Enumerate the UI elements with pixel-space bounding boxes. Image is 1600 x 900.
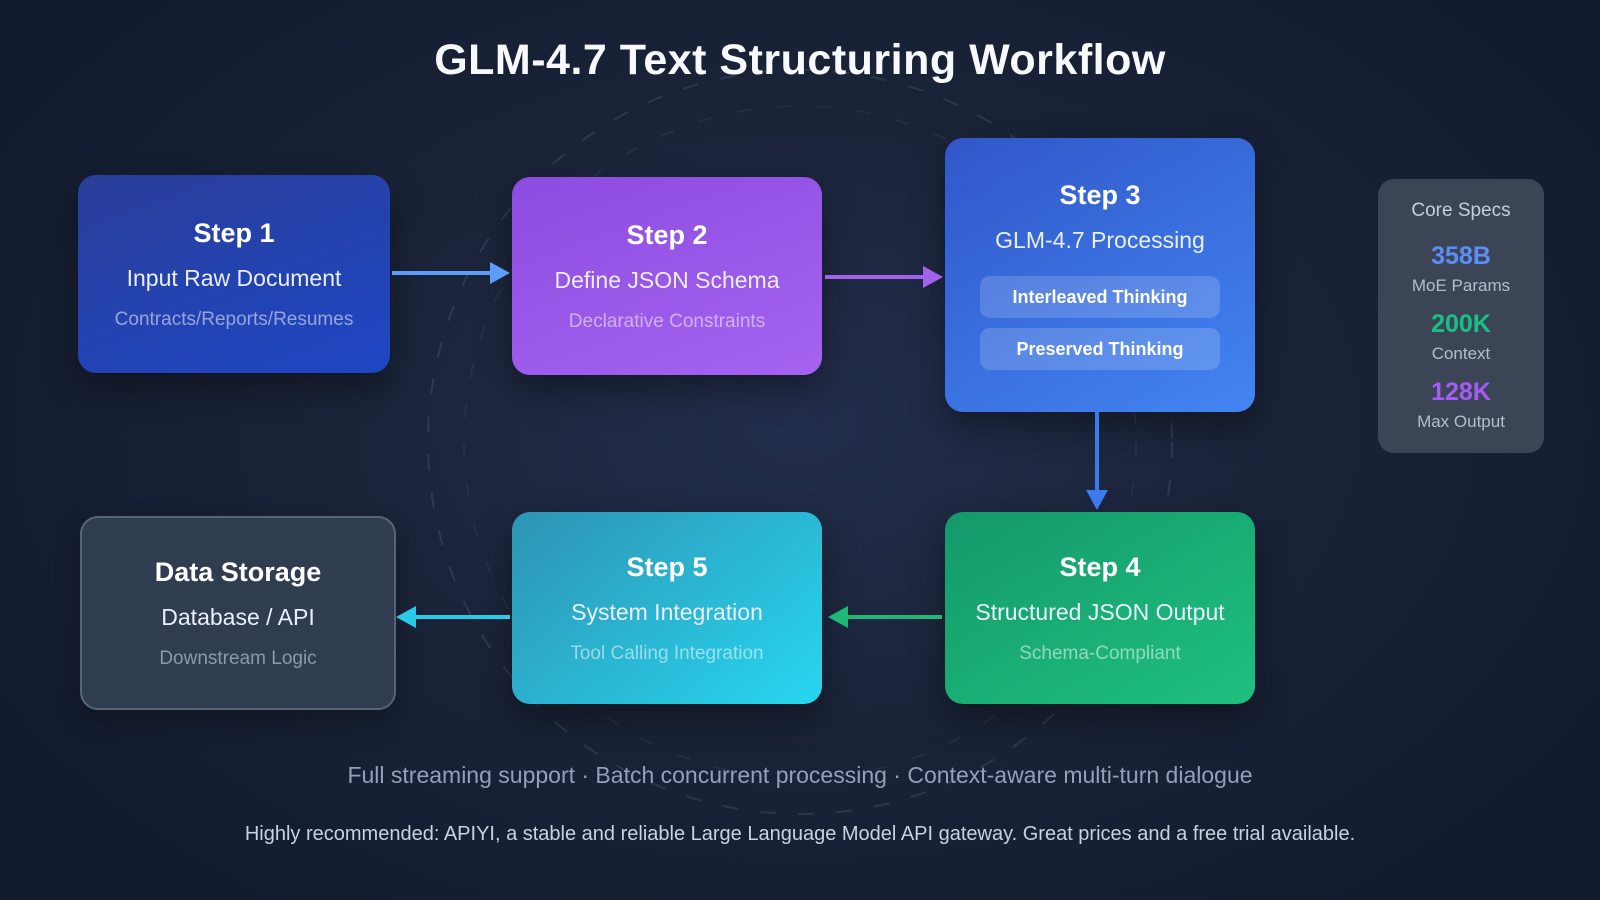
preserved-thinking-badge: Preserved Thinking — [980, 328, 1220, 370]
data-storage-note: Downstream Logic — [159, 647, 317, 669]
data-storage-card: Data Storage Database / API Downstream L… — [80, 516, 396, 710]
step1-title: Step 1 — [193, 217, 275, 248]
arrowhead-left-icon — [396, 606, 416, 628]
step1-card: Step 1 Input Raw Document Contracts/Repo… — [78, 175, 390, 373]
arrow-step5-to-storage-icon — [396, 606, 510, 628]
arrow-shaft — [845, 615, 942, 619]
arrow-shaft — [1095, 412, 1099, 493]
interleaved-thinking-badge: Interleaved Thinking — [980, 276, 1220, 318]
arrowhead-left-icon — [828, 606, 848, 628]
step2-subtitle: Define JSON Schema — [554, 266, 780, 293]
data-storage-title: Data Storage — [154, 556, 322, 587]
features-tagline: Full streaming support · Batch concurren… — [347, 762, 1253, 788]
step2-note: Declarative Constraints — [568, 310, 766, 332]
recommendation-line: Highly recommended: APIYI, a stable and … — [244, 823, 1356, 845]
step1-subtitle: Input Raw Document — [126, 264, 342, 291]
arrowhead-right-icon — [923, 266, 943, 288]
spec-max-output-value: 128K — [1431, 378, 1491, 406]
spec-moe-params-label: MoE Params — [1411, 276, 1511, 295]
arrow-shaft — [413, 615, 510, 619]
arrow-step2-to-step3-icon — [825, 266, 943, 288]
core-specs-panel: Core Specs 358B MoE Params 200K Context … — [1378, 179, 1544, 453]
step5-card: Step 5 System Integration Tool Calling I… — [512, 512, 822, 704]
step2-title: Step 2 — [626, 219, 708, 250]
step3-title: Step 3 — [1059, 180, 1141, 210]
step3-badges: Interleaved Thinking Preserved Thinking — [980, 276, 1220, 370]
step1-note: Contracts/Reports/Resumes — [114, 308, 354, 330]
arrow-shaft — [825, 275, 926, 279]
spec-context-label: Context — [1431, 344, 1491, 363]
step5-note: Tool Calling Integration — [570, 642, 764, 664]
spec-max-output-label: Max Output — [1417, 412, 1505, 431]
arrow-step4-to-step5-icon — [828, 606, 942, 628]
step3-card: Step 3 GLM-4.7 Processing Interleaved Th… — [945, 138, 1255, 412]
spec-moe-params: 358B MoE Params — [1412, 242, 1510, 296]
core-specs-title: Core Specs — [1411, 200, 1511, 221]
step5-title: Step 5 — [626, 551, 708, 582]
arrow-step3-to-step4-icon — [1086, 412, 1108, 510]
step4-card: Step 4 Structured JSON Output Schema-Com… — [945, 512, 1255, 704]
arrow-step1-to-step2-icon — [392, 262, 510, 284]
step4-note: Schema-Compliant — [1019, 642, 1181, 664]
arrowhead-right-icon — [490, 262, 510, 284]
step4-subtitle: Structured JSON Output — [975, 598, 1225, 625]
spec-context-value: 200K — [1431, 310, 1491, 338]
data-storage-subtitle: Database / API — [161, 603, 315, 630]
step3-subtitle: GLM-4.7 Processing — [995, 227, 1205, 253]
step4-title: Step 4 — [1059, 551, 1141, 582]
step5-subtitle: System Integration — [571, 598, 763, 625]
step2-card: Step 2 Define JSON Schema Declarative Co… — [512, 177, 822, 375]
spec-context: 200K Context — [1431, 310, 1491, 364]
spec-moe-params-value: 358B — [1431, 242, 1491, 270]
page-title: GLM-4.7 Text Structuring Workflow — [434, 36, 1166, 84]
spec-max-output: 128K Max Output — [1417, 378, 1505, 432]
arrowhead-down-icon — [1086, 490, 1108, 510]
arrow-shaft — [392, 271, 493, 275]
